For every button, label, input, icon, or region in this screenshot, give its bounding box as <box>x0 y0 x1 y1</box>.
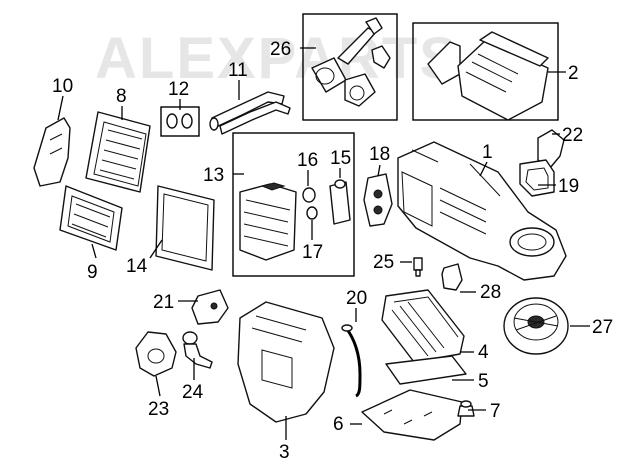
part-24-actuator <box>182 331 213 369</box>
part-7-clip <box>457 400 475 417</box>
part-17-oring <box>306 206 318 220</box>
part-13-core <box>239 182 297 261</box>
part-27-blower-motor <box>503 297 569 355</box>
part-4-cabin-filter <box>381 289 465 363</box>
callout-22: 22 <box>562 125 583 146</box>
callout-13: 13 <box>203 165 224 186</box>
callout-5: 5 <box>478 371 489 392</box>
callout-4: 4 <box>478 342 489 363</box>
callout-16: 16 <box>297 150 318 171</box>
callout-10: 10 <box>52 76 73 97</box>
callout-labels: 10 8 12 11 26 2 1 22 19 18 13 16 15 17 9… <box>52 39 613 463</box>
callout-12: 12 <box>168 79 189 100</box>
part-23-cover <box>135 331 177 377</box>
part-10-trim <box>33 117 71 187</box>
part-26-actuators <box>311 17 391 107</box>
callout-3: 3 <box>279 442 290 463</box>
part-16-oring <box>302 187 316 203</box>
callout-2: 2 <box>568 63 579 84</box>
part-14-heater-core <box>155 185 215 271</box>
part-5-panel <box>385 355 467 385</box>
part-21-module <box>191 289 229 325</box>
callout-28: 28 <box>480 282 501 303</box>
part-19-gasket <box>519 159 555 197</box>
part-1-housing <box>397 141 567 281</box>
part-22-bracket <box>537 129 565 169</box>
callout-1: 1 <box>482 142 493 163</box>
part-3-lower-housing <box>237 301 335 423</box>
group-box-13 <box>232 132 355 277</box>
callout-25: 25 <box>373 252 394 273</box>
part-11-pipes <box>209 91 291 135</box>
callout-21: 21 <box>153 292 174 313</box>
callout-20: 20 <box>346 288 367 309</box>
part-2-duct-housing <box>427 31 549 121</box>
part-9-evaporator <box>59 185 123 251</box>
callout-19: 19 <box>558 176 579 197</box>
callout-14: 14 <box>126 256 148 277</box>
callout-17: 17 <box>302 242 323 263</box>
part-18-switch <box>363 173 393 227</box>
callout-15: 15 <box>330 148 351 169</box>
callout-11: 11 <box>228 60 248 81</box>
group-box-26 <box>302 13 398 121</box>
part-8-filter <box>85 111 151 193</box>
part-15-valve <box>329 179 351 225</box>
callout-6: 6 <box>333 414 344 435</box>
callout-8: 8 <box>116 86 127 107</box>
part-6-plate <box>361 389 463 441</box>
callout-9: 9 <box>87 262 98 283</box>
leader-lines <box>57 47 590 440</box>
part-28-connector <box>441 263 463 291</box>
part-12-orings <box>166 113 193 129</box>
part-25-sensor <box>413 257 423 277</box>
callout-26: 26 <box>270 39 291 60</box>
callout-7: 7 <box>490 401 501 422</box>
callout-23: 23 <box>148 399 169 420</box>
callout-24: 24 <box>182 382 204 403</box>
callout-27: 27 <box>592 317 613 338</box>
part-20-hose <box>341 324 362 398</box>
callout-18: 18 <box>369 144 390 165</box>
